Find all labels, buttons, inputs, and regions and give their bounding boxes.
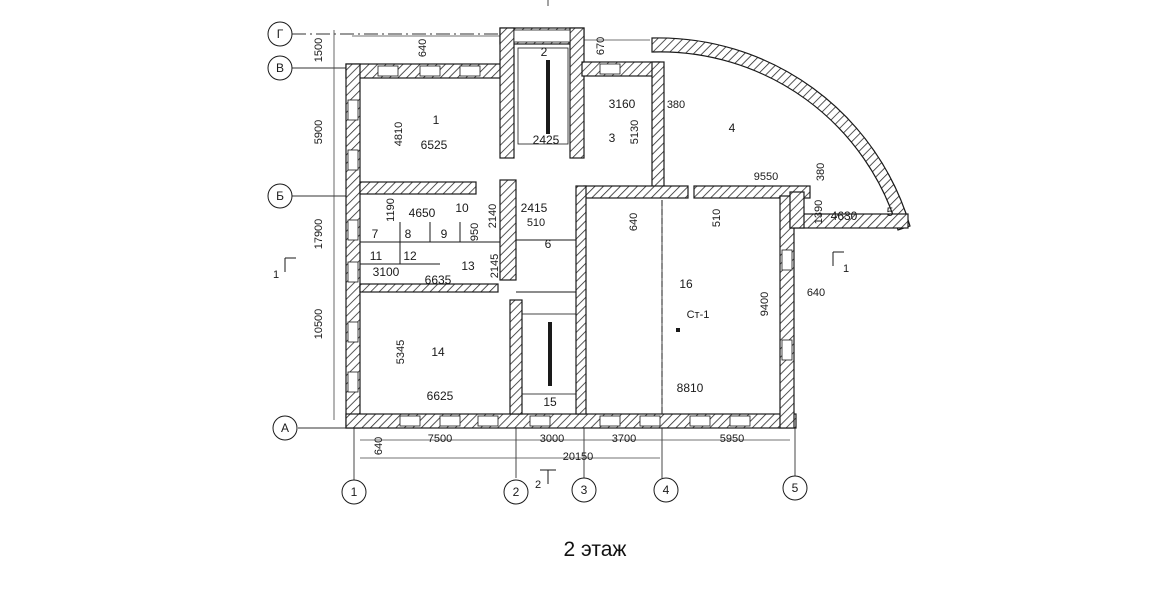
windows [347,29,793,427]
dimension-text: 10500 [313,309,325,340]
room-number: 3 [609,131,616,145]
room-area: 6525 [421,138,448,152]
room-number: 10 [455,201,469,215]
room-area: 6625 [427,389,454,403]
axis-lines [292,0,796,480]
dimension-text: 3700 [612,433,636,445]
room-number: 14 [431,345,445,359]
room-area: 4650 [409,206,436,220]
dimension-text: 7500 [428,433,452,445]
dimension-text: 510 [711,209,723,227]
dimension-text: 4810 [393,122,405,146]
dimension-text: 5900 [313,120,325,144]
overall-dimensions: 640 670 1500 5900 17900 10500 640 7500 3… [313,37,825,463]
dimension-text: 950 [469,223,481,241]
dimension-text: 5950 [720,433,744,445]
axis-label-v: 3 [581,483,588,497]
room-numbers: 1 2 3 4 5 6 7 8 9 10 11 12 13 14 15 16 [370,45,894,409]
axis-label-h: Б [276,189,284,203]
dimension-text: 640 [807,287,825,299]
section-mark-label: 1 [273,269,279,281]
room-number: 15 [543,395,557,409]
dimension-text: 3000 [540,433,564,445]
dimension-text: 380 [815,163,827,181]
room-area: 3100 [373,265,400,279]
section-marks: 1 1 2 [273,263,849,491]
dimension-text: 640 [417,39,429,57]
section-mark-label: 2 [535,479,541,491]
dimension-text: 1390 [813,200,825,224]
stair-bottom [521,313,577,395]
room-number: 6 [545,237,552,251]
dimension-text: 20150 [563,451,594,463]
section-mark-lines [284,251,844,484]
axis-label-h: В [276,61,284,75]
axis-labels: Г В Б А 1 2 3 4 5 [276,27,799,499]
dimension-text: 640 [628,213,640,231]
room-area: 3160 [609,97,636,111]
dimension-lines [333,30,790,459]
room-area: 8810 [677,381,704,395]
axis-label-v: 1 [351,485,358,499]
room-area: 6635 [425,273,452,287]
dimension-text: 380 [667,99,685,111]
room-number: 7 [372,227,379,241]
axis-bubbles [267,21,808,505]
dimension-text: 1190 [385,198,397,222]
dimension-text: 640 [373,437,385,455]
room-number: 12 [403,249,417,263]
dimension-text: 510 [527,217,545,229]
stair-top [517,47,569,145]
axis-label-h: Г [277,27,284,41]
room-area: 2415 [521,201,548,215]
room-number: 2 [541,45,548,59]
room-number: 8 [405,227,412,241]
dimension-text: 9400 [759,292,771,316]
room-area: 4630 [831,209,858,223]
room-number: 11 [370,249,383,263]
dimension-text: 1500 [313,38,325,62]
partitions [360,200,663,414]
dimension-text: 5345 [395,340,407,364]
room-number: 13 [461,259,475,273]
room-area: 2425 [533,133,560,147]
dimension-text: 2145 [489,254,501,278]
dimension-text: 670 [595,37,607,55]
axis-label-h: А [281,421,289,435]
room-number: 16 [679,277,693,291]
room-number: 9 [441,227,448,241]
section-mark-label: 1 [843,263,849,275]
room-number: 4 [729,121,736,135]
axis-label-v: 5 [792,481,799,495]
stair-mark-label: Ст-1 [687,309,710,321]
room-dimensions: 4810 5130 380 380 9550 1390 510 950 1190… [385,99,827,364]
room-areas: 6525 2425 3160 4630 2415 4650 3100 6635 … [373,97,858,403]
column-marker [676,328,680,332]
dimension-text: 17900 [313,219,325,250]
room-number: 5 [887,205,894,219]
page-caption: 2 этаж [563,538,627,561]
axis-label-v: 2 [513,485,520,499]
dimension-text: 2140 [487,204,499,228]
axis-label-v: 4 [663,483,670,497]
dimension-text: 9550 [754,171,778,183]
dimension-text: 5130 [629,120,641,144]
room-number: 1 [433,113,440,127]
